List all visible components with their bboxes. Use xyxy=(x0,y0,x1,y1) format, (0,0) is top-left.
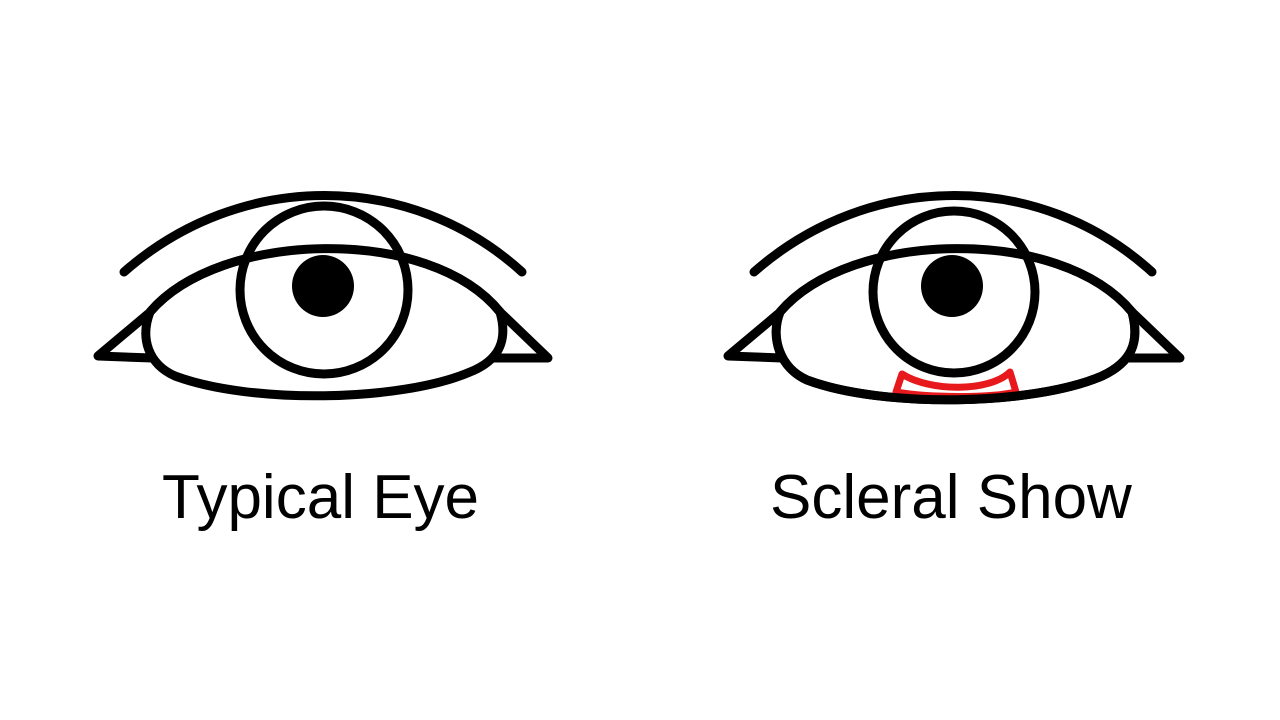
eyelid-crease xyxy=(119,191,527,277)
upper-eyelid xyxy=(775,244,1137,317)
scleral-show-label: Scleral Show xyxy=(770,463,1132,532)
outer-canthus xyxy=(489,307,553,363)
pupil xyxy=(292,255,354,317)
upper-eyelid xyxy=(145,244,505,317)
inner-canthus xyxy=(93,309,157,363)
typical-eye-panel: Typical Eye xyxy=(93,191,553,532)
inner-canthus xyxy=(723,309,787,363)
scleral-show-illustration xyxy=(723,191,1185,405)
scleral-show-panel: Scleral Show xyxy=(640,0,1280,720)
typical-eye-label: Typical Eye xyxy=(162,463,480,532)
eyelid-crease xyxy=(749,191,1157,277)
typical-eye-illustration xyxy=(93,191,553,401)
lower-eyelid xyxy=(771,310,1140,405)
outer-canthus xyxy=(1121,307,1185,363)
pupil xyxy=(921,255,983,317)
